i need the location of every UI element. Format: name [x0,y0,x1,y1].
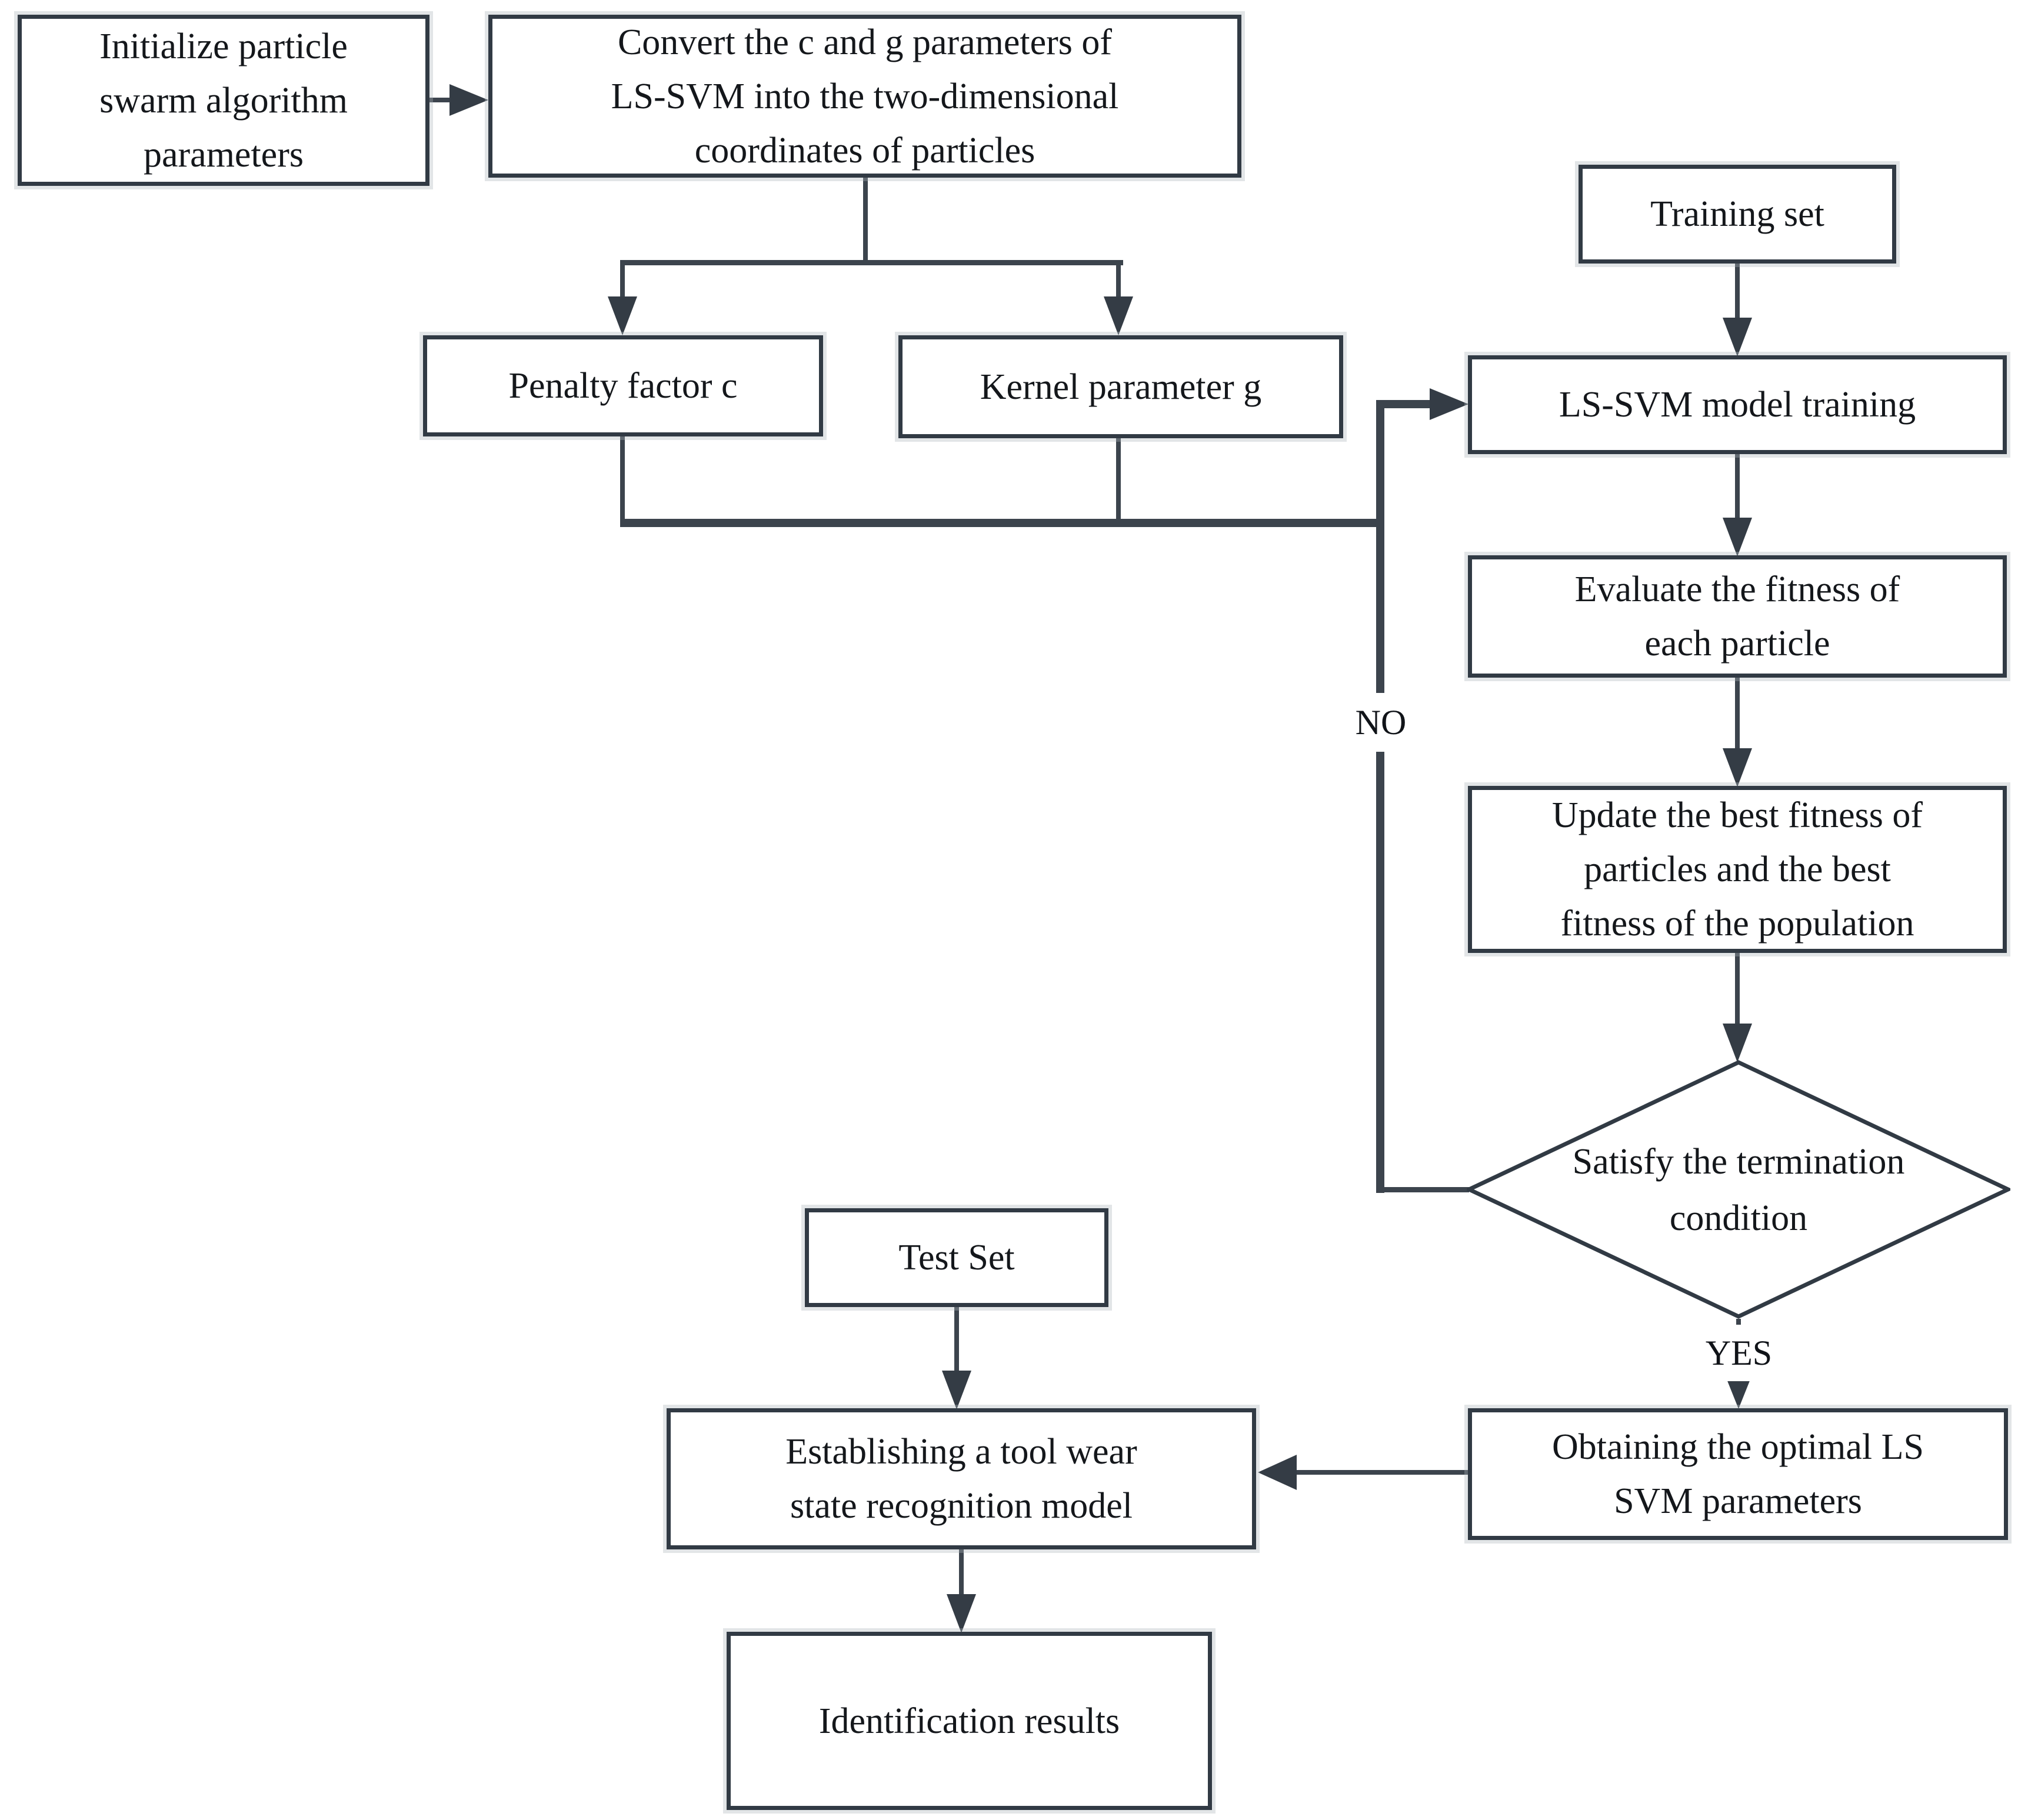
node-identification-results: Identification results [727,1632,1212,1810]
node-establish-recognition-model: Establishing a tool wear state recogniti… [667,1408,1256,1549]
edge-feedback-vertical [1376,400,1384,1193]
arrowhead-test-establish [942,1371,971,1409]
edge-evaluate-update-line [1735,678,1740,749]
node-line: Evaluate the fitness of [1574,569,1900,609]
node-line: fitness of the population [1560,904,1914,944]
edge-split-kernel-line [1116,260,1121,298]
node-line: Kernel parameter g [980,366,1262,407]
arrowhead-lssvm-evaluate [1723,518,1752,556]
edge-update-decision-line [1735,953,1740,1025]
node-line: each particle [1644,624,1830,664]
edge-decision-feedback-horizontal [1380,1187,1469,1192]
node-line: Establishing a tool wear [785,1432,1137,1472]
label-yes: YES [1681,1325,1796,1381]
arrowhead-evaluate-update [1723,748,1752,787]
arrowhead-obtain-establish [1258,1455,1297,1490]
node-line: SVM parameters [1614,1481,1862,1521]
edge-feedback-into-lssvm-line [1376,400,1432,408]
node-line: condition [1669,1198,1808,1238]
arrowhead-split-kernel [1104,296,1133,335]
node-line: Update the best fitness of [1551,795,1923,835]
node-termination-decision [1464,1060,2013,1319]
node-line: Training set [1650,194,1824,234]
diamond-shape [1464,1060,2013,1319]
edge-convert-split-stem [863,176,868,265]
edge-obtain-establish-line [1294,1470,1469,1475]
node-line: Obtaining the optimal LS [1552,1427,1924,1467]
node-line: Penalty factor c [508,366,738,406]
label-no: NO [1331,693,1431,752]
node-line: LS-SVM model training [1559,385,1916,425]
node-line: Initialize particle [99,26,348,66]
edge-kernel-merge-line [1116,437,1121,524]
node-update-best-fitness: Update the best fitness of particles and… [1468,786,2007,953]
edge-test-establish-line [954,1307,959,1373]
edge-split-horizontal [620,260,1123,265]
node-initialize-pso: Initialize particle swarm algorithm para… [18,15,429,186]
arrowhead-into-lssvm [1430,388,1468,420]
termination-decision-label: Satisfy the termination condition [1394,1128,2018,1252]
arrowhead-establish-identification [947,1594,976,1633]
node-obtain-optimal-parameters: Obtaining the optimal LS SVM parameters [1468,1408,2008,1540]
edge-training-lssvm-line [1735,264,1740,319]
node-line: coordinates of particles [694,130,1035,171]
arrowhead-split-penalty [608,296,637,335]
arrowhead-init-convert [449,84,488,116]
edge-init-convert-line [427,98,462,102]
node-line: swarm algorithm [99,80,348,121]
arrowhead-decision-obtain [1727,1379,1750,1409]
node-line: Identification results [818,1701,1120,1741]
node-line: Convert the c and g parameters of [617,22,1113,62]
node-test-set: Test Set [805,1208,1108,1307]
node-line: Test Set [898,1238,1015,1278]
node-evaluate-fitness: Evaluate the fitness of each particle [1468,555,2007,678]
node-line: LS-SVM into the two-dimensional [611,76,1119,116]
node-line: parameters [144,134,304,175]
arrowhead-update-decision [1723,1024,1752,1062]
node-training-set: Training set [1579,165,1896,264]
node-line: Satisfy the termination [1572,1142,1905,1182]
edge-merge-horizontal [620,519,1384,527]
node-lssvm-model-training: LS-SVM model training [1468,355,2007,454]
edge-lssvm-evaluate-line [1735,454,1740,519]
node-line: particles and the best [1584,849,1891,889]
node-convert-parameters: Convert the c and g parameters of LS-SVM… [488,15,1241,178]
node-line: state recognition model [790,1486,1133,1526]
arrowhead-training-lssvm [1723,318,1752,356]
node-penalty-factor: Penalty factor c [423,335,823,436]
edge-split-penalty-line [620,260,625,298]
edge-penalty-merge-line [620,435,625,524]
edge-establish-identification-line [959,1549,964,1598]
node-kernel-parameter: Kernel parameter g [898,335,1343,438]
